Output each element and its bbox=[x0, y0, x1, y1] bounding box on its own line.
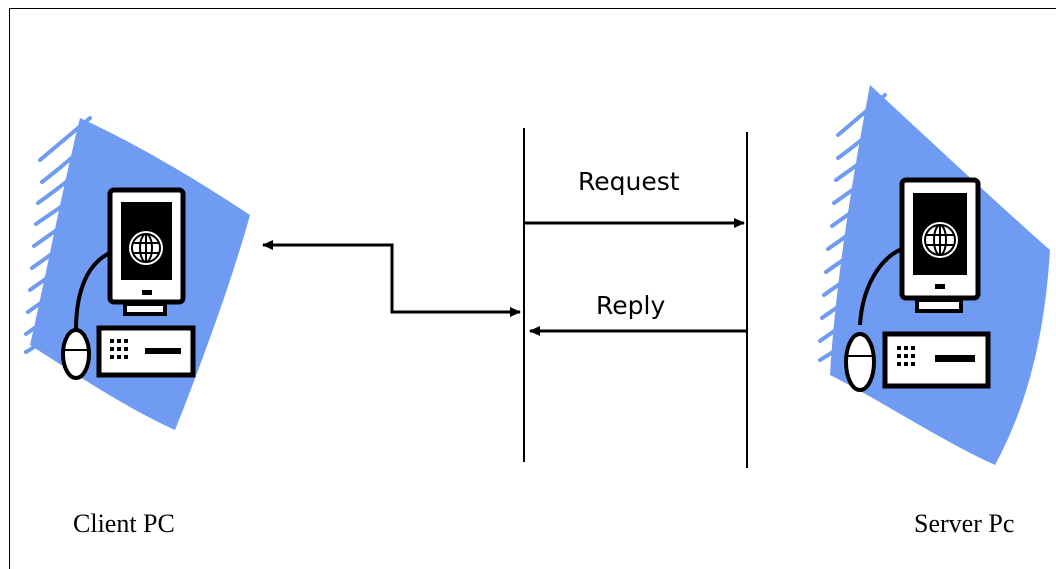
server-label: Server Pc bbox=[914, 509, 1015, 538]
client-label: Client PC bbox=[73, 509, 175, 538]
reply-label: Reply bbox=[596, 291, 666, 320]
request-label: Request bbox=[578, 167, 680, 196]
client-computer-icon bbox=[24, 116, 250, 430]
server-computer-icon bbox=[818, 85, 1050, 465]
client-connector-arrow bbox=[262, 240, 521, 317]
diagram-frame bbox=[9, 8, 1056, 569]
